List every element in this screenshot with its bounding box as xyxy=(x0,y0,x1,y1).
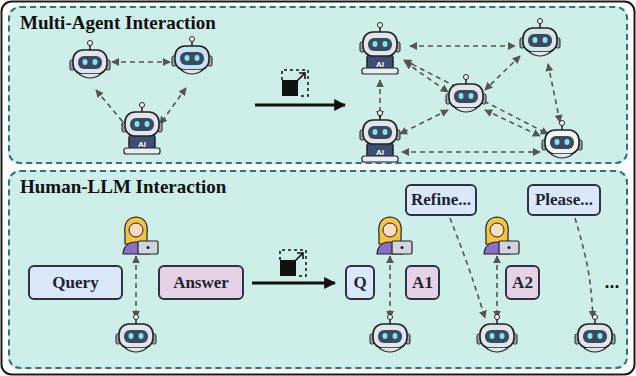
text-box: Q xyxy=(345,265,375,300)
dashed-arrow xyxy=(160,88,186,124)
dashed-arrow xyxy=(400,110,448,134)
dashed-arrow xyxy=(410,45,515,47)
human-icon xyxy=(123,217,158,254)
panel-title: Multi-Agent Interaction xyxy=(20,12,216,34)
robot-icon xyxy=(122,103,162,155)
expand-icon xyxy=(282,70,308,96)
badge-text: AI xyxy=(138,140,146,149)
text-box: Please... xyxy=(527,184,601,216)
box-label: Refine... xyxy=(411,190,471,210)
box-label: Q xyxy=(353,273,366,293)
box-label: Answer xyxy=(173,273,229,293)
dashed-arrow xyxy=(575,218,593,318)
dashed-arrow xyxy=(450,218,485,318)
scale-arrow xyxy=(255,104,345,107)
robot-icon xyxy=(370,315,410,353)
dashed-arrow xyxy=(485,56,520,90)
dashed-arrow xyxy=(135,256,137,318)
text-box: Query xyxy=(28,265,123,300)
dashed-arrow xyxy=(389,256,391,318)
robot-icon xyxy=(360,111,400,163)
box-label: Query xyxy=(52,273,98,293)
robot-icon xyxy=(575,315,615,353)
dashed-arrow xyxy=(548,64,560,122)
dashed-arrow xyxy=(405,62,448,92)
robot-icon xyxy=(446,75,486,113)
text-box: A1 xyxy=(405,265,440,300)
robot-icon xyxy=(477,315,517,353)
dashed-arrow xyxy=(485,110,540,136)
box-label: A2 xyxy=(512,273,533,293)
box-label: A1 xyxy=(412,273,433,293)
dashed-arrow xyxy=(112,61,170,63)
text-box: Refine... xyxy=(405,184,477,216)
badge-text: AI xyxy=(376,148,384,157)
robot-icon xyxy=(70,41,110,79)
scale-arrow xyxy=(252,282,335,285)
robot-icon xyxy=(116,315,156,353)
robot-icon xyxy=(172,37,212,75)
ellipsis-mark: ... xyxy=(604,272,619,293)
panel-ground xyxy=(8,6,628,164)
dashed-arrow xyxy=(404,60,548,134)
box-label: Please... xyxy=(535,190,593,210)
text-box: Answer xyxy=(158,265,244,300)
dashed-arrow xyxy=(496,256,498,318)
expand-icon xyxy=(280,250,306,276)
panel-band: Human-LLM InteractionQuery Answer Q A1 Refin… xyxy=(8,170,628,369)
panel-title: Human-LLM Interaction xyxy=(20,176,226,198)
robot-icon xyxy=(520,19,560,57)
dashed-arrow xyxy=(402,151,540,153)
human-icon xyxy=(484,217,519,254)
panel-band: Multi-Agent Interaction xyxy=(8,6,628,164)
text-box: A2 xyxy=(505,265,540,300)
badge-text: AI xyxy=(376,60,384,69)
robot-icon xyxy=(360,23,400,75)
human-icon xyxy=(377,217,412,254)
robot-icon xyxy=(542,121,582,159)
panel-ground xyxy=(8,170,628,369)
